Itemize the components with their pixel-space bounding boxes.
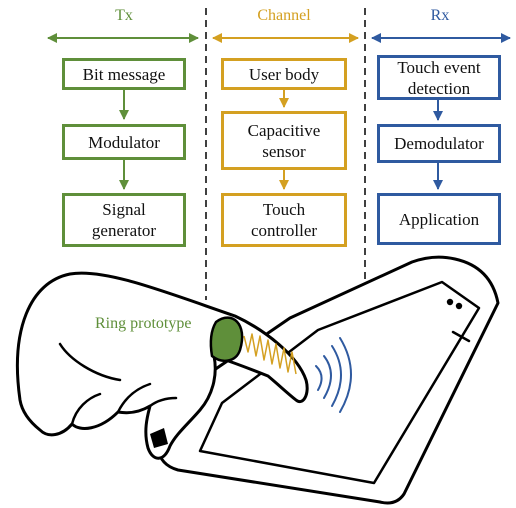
channel-header: Channel	[257, 7, 311, 24]
channel-touch-controller-box: Touch controller	[221, 193, 347, 247]
tx-modulator-box: Modulator	[62, 124, 186, 160]
finger-signal-icon	[243, 333, 297, 375]
rx-demodulator-box: Demodulator	[377, 124, 501, 163]
signal-waves-icon	[315, 337, 352, 413]
channel-user-body-box: User body	[221, 58, 347, 90]
rx-touch-event-detection-box: Touch event detection	[377, 55, 501, 100]
tx-bit-message-box: Bit message	[62, 58, 186, 90]
tx-header: Tx	[115, 7, 133, 24]
tx-signal-generator-box: Signal generator	[62, 193, 186, 247]
rx-application-box: Application	[377, 193, 501, 245]
ring-icon	[209, 316, 244, 363]
channel-capacitive-sensor-box: Capacitive sensor	[221, 111, 347, 170]
rx-header: Rx	[430, 7, 450, 24]
ring-prototype-label: Ring prototype	[95, 315, 192, 332]
